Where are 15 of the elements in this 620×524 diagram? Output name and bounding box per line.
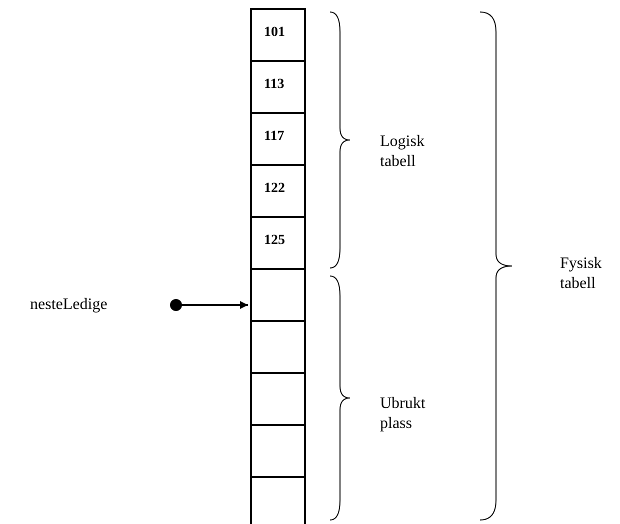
array-cell: [250, 424, 306, 478]
array-cell: [250, 320, 306, 374]
brace-label: Fysisk tabell: [560, 254, 603, 294]
array-cell: 122: [250, 164, 306, 218]
array-cell: [250, 372, 306, 426]
array-cell: 113: [250, 60, 306, 114]
brace-label: Logisk tabell: [380, 132, 426, 172]
arrow: [170, 299, 248, 311]
array-cell: 117: [250, 112, 306, 166]
array-cell: [250, 476, 306, 524]
array-cell: 125: [250, 216, 306, 270]
brace-label: Ubrukt plass: [380, 394, 426, 434]
array-cell: 101: [250, 8, 306, 62]
array-cell: [250, 268, 306, 322]
variable-label: nesteLedige: [30, 296, 108, 313]
